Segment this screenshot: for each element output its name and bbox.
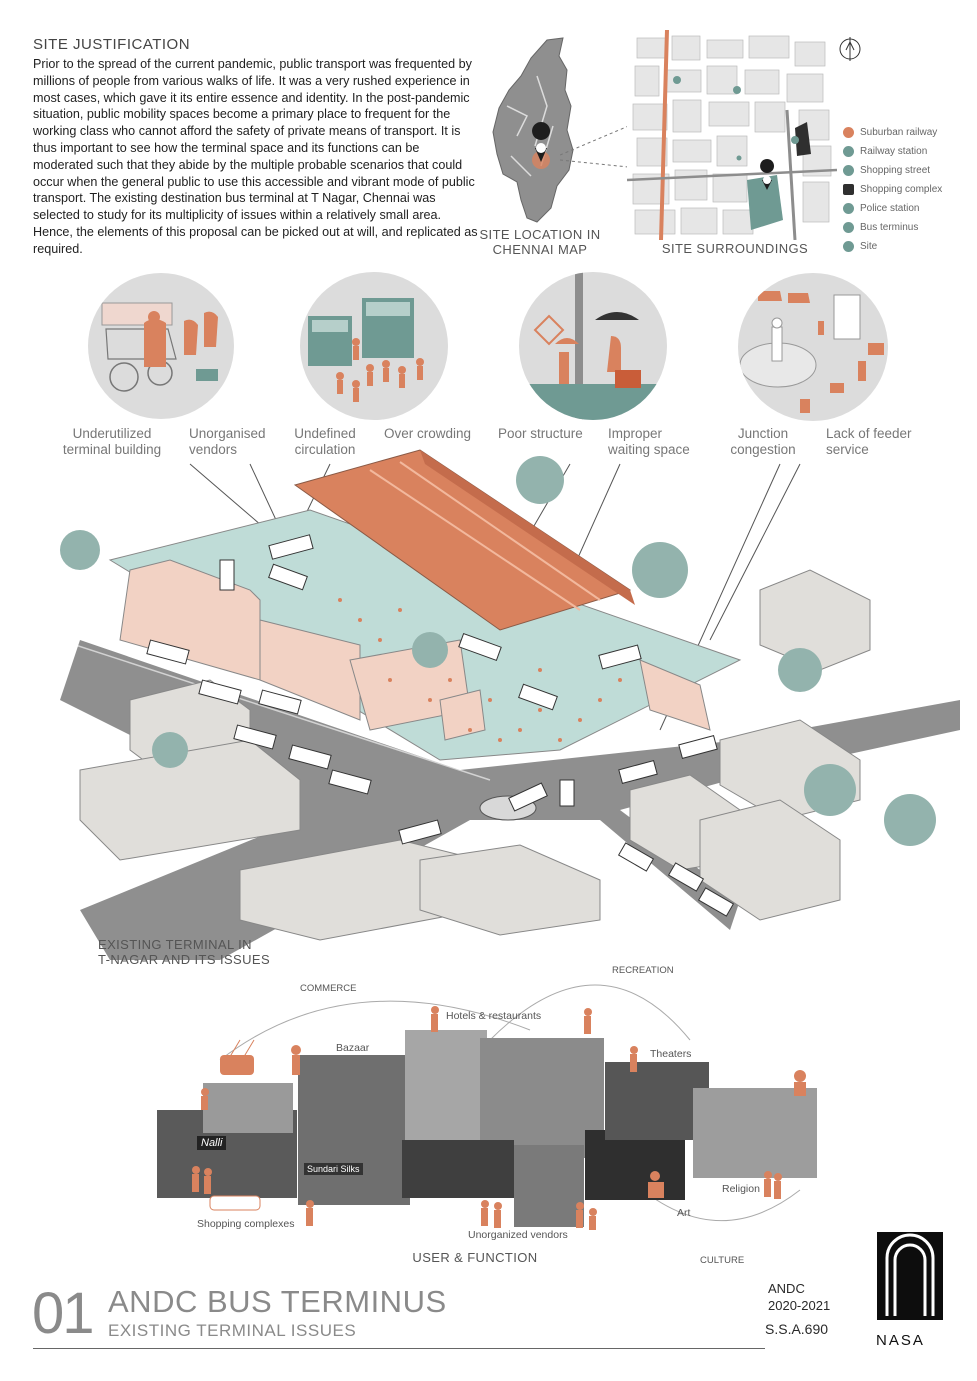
legend-item: Railway station: [843, 142, 942, 161]
site-surroundings-map: [627, 30, 837, 240]
issue-label-feeder-line1: Lack of feeder: [826, 426, 912, 441]
issue-vignette-crowding: [300, 272, 448, 420]
sign-sundari: Sundari Silks: [304, 1163, 363, 1175]
sheet-number: 01: [32, 1281, 94, 1346]
photo-food-stall: [402, 1140, 514, 1198]
logo-text: NASA: [876, 1332, 925, 1349]
map-legend: Suburban railway Railway station Shoppin…: [843, 123, 942, 256]
nasa-logo: [877, 1232, 943, 1320]
building-icon: [843, 184, 854, 195]
photo-artist: [585, 1130, 685, 1200]
legend-item: Suburban railway: [843, 123, 942, 142]
bus-icon: [843, 222, 854, 233]
issue-label-underutilized-line1: Underutilized: [72, 426, 152, 441]
collage-caption: USER & FUNCTION: [412, 1250, 538, 1265]
site-location-caption-line1: SITE LOCATION IN: [479, 227, 601, 242]
issue-vignette-vendors: [88, 273, 234, 419]
issue-label-junction-line1: Junction: [737, 426, 789, 441]
photo-shop-facade: [203, 1083, 293, 1133]
legend-item: Bus terminus: [843, 218, 942, 237]
site-location-caption-line2: CHENNAI MAP: [492, 242, 588, 257]
org-name: ANDC: [768, 1281, 805, 1296]
label-unorganized-vendors: Unorganized vendors: [468, 1229, 568, 1241]
issue-vignette-waiting: [519, 272, 667, 420]
section-heading: SITE JUSTIFICATION: [33, 36, 191, 53]
axo-caption-line2: T-NAGAR AND ITS ISSUES: [98, 952, 271, 967]
sign-nalli: Nalli: [197, 1136, 227, 1150]
legend-item: Police station: [843, 199, 942, 218]
photo-bazaar: Sundari Silks: [298, 1055, 410, 1205]
issue-label-crowding: Over crowding: [384, 426, 472, 441]
photo-theater: [605, 1062, 709, 1140]
issue-label-vendors-line1: Unorganised: [189, 426, 266, 441]
chennai-map: [492, 37, 574, 223]
north-arrow-icon: [839, 37, 861, 61]
arc-label-commerce: COMMERCE: [300, 983, 357, 994]
axo-caption-line1: EXISTING TERMINAL IN: [98, 937, 252, 952]
issue-label-waiting-line1: Improper: [608, 426, 663, 441]
issue-label-underutilized-line2: terminal building: [62, 442, 162, 457]
site-swatch-icon: [843, 241, 854, 252]
photo-hotel: [405, 1030, 487, 1140]
label-bazaar: Bazaar: [336, 1042, 370, 1054]
issue-label-waiting-line2: waiting space: [608, 442, 690, 457]
collage-figures: [192, 1006, 806, 1230]
police-icon: [843, 203, 854, 214]
label-art: Art: [677, 1207, 691, 1219]
photo-park: [480, 1038, 604, 1158]
label-religion: Religion: [722, 1183, 760, 1195]
site-surroundings-caption: SITE SURROUNDINGS: [661, 241, 809, 256]
legend-item: Shopping street: [843, 161, 942, 180]
railway-swatch-icon: [843, 127, 854, 138]
label-shopping-complexes: Shopping complexes: [197, 1218, 295, 1230]
academic-year: 2020-2021: [768, 1298, 831, 1313]
issue-vignette-junction: [738, 273, 888, 421]
issue-label-circulation-line1: Undefined: [294, 426, 356, 441]
sheet-subtitle: EXISTING TERMINAL ISSUES: [108, 1321, 357, 1340]
label-hotels: Hotels & restaurants: [446, 1010, 542, 1022]
terminal-axonometric: [59, 449, 960, 960]
issue-label-junction-line2: congestion: [730, 442, 796, 457]
sheet-title: ANDC BUS TERMINUS: [108, 1284, 447, 1319]
footer-divider: [33, 1348, 765, 1349]
photo-temple: [693, 1088, 817, 1178]
issue-label-feeder-line2: service: [826, 442, 869, 457]
issue-label-circulation-line2: circulation: [294, 442, 356, 457]
label-theaters: Theaters: [650, 1048, 692, 1060]
issue-label-vendors-line2: vendors: [189, 442, 238, 457]
legend-item: Shopping complex: [843, 180, 942, 199]
shopping-bag-icon: [843, 165, 854, 176]
photo-vendors: [514, 1145, 584, 1227]
arc-label-culture: CULTURE: [700, 1255, 745, 1266]
arc-label-recreation: RECREATION: [612, 965, 674, 976]
site-justification-paragraph: Prior to the spread of the current pande…: [33, 57, 478, 256]
legend-item: Site: [843, 237, 942, 256]
map-connector-lines: [560, 121, 639, 169]
sheet-code: S.S.A.690: [765, 1321, 829, 1337]
issue-label-structure: Poor structure: [498, 426, 583, 441]
train-icon: [843, 146, 854, 157]
